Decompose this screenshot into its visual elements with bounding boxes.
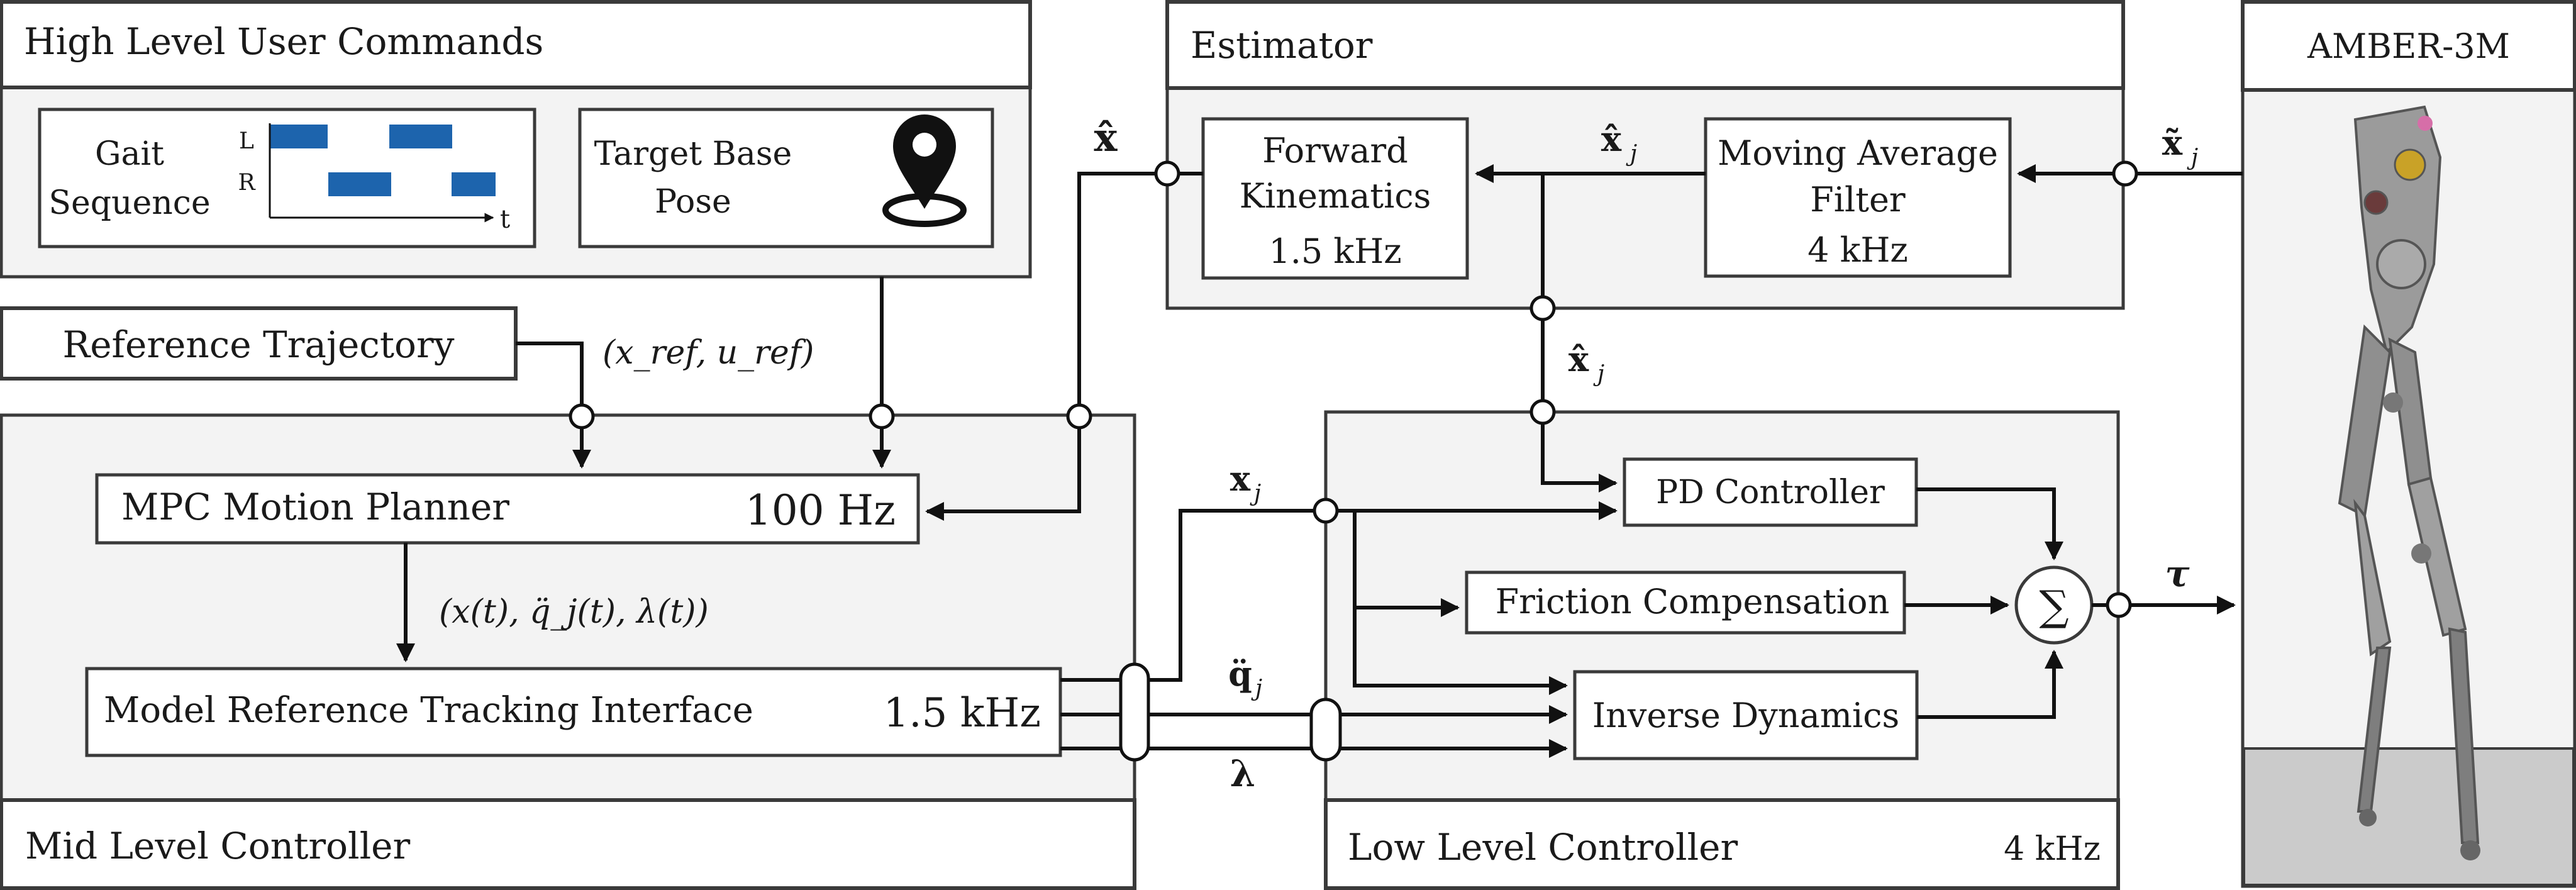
- gait-label-line2: Sequence: [48, 184, 210, 222]
- maf-line1: Moving Average: [1718, 133, 1998, 173]
- gait-bar-left-1: [270, 125, 328, 148]
- friction-label: Friction Compensation: [1496, 582, 1890, 621]
- xj-tilde-label: x̃: [2162, 123, 2183, 163]
- xj-sub: j: [1250, 481, 1261, 506]
- target-label-line2: Pose: [655, 183, 731, 221]
- mrti-label: Model Reference Tracking Interface: [104, 690, 753, 731]
- gait-row-left: L: [239, 128, 254, 154]
- tau-label: τ: [2165, 552, 2190, 595]
- xj-hat-vertical-label: x̂: [1568, 339, 1589, 379]
- gait-sequence-box: Gait Sequence L R t: [38, 108, 536, 248]
- summation-node: ∑: [2014, 565, 2094, 645]
- summation-symbol: ∑: [2039, 582, 2068, 630]
- pd-controller-box: PD Controller: [1623, 457, 1918, 527]
- gait-bar-left-2: [389, 125, 452, 148]
- low-level-rate: 4 kHz: [2004, 830, 2101, 868]
- mpc-motion-planner-box: MPC Motion Planner 100 Hz: [95, 473, 920, 545]
- low-level-title: Low Level Controller: [1348, 826, 1738, 869]
- mrti-box: Model Reference Tracking Interface 1.5 k…: [85, 667, 1062, 757]
- ground-plane: [2243, 747, 2575, 886]
- x-hat-label: x̂: [1094, 114, 1118, 160]
- target-label-line1: Target Base: [594, 135, 792, 173]
- gait-label-line1: Gait: [95, 135, 164, 173]
- port-circles: [569, 160, 2138, 762]
- fk-line1: Forward: [1262, 131, 1408, 170]
- gait-bar-right-2: [452, 172, 496, 196]
- gait-time-axis-label: t: [500, 205, 510, 234]
- mid-level-title: Mid Level Controller: [25, 825, 410, 867]
- mpc-label: MPC Motion Planner: [121, 486, 509, 528]
- robot-illustration: [2338, 105, 2480, 860]
- lambda-label: λ: [1230, 752, 1256, 795]
- mrti-rate: 1.5 kHz: [884, 690, 1041, 737]
- qddj-label: q̈: [1228, 654, 1252, 694]
- xj-hat-vertical-sub: j: [1593, 361, 1604, 387]
- moving-average-filter-box: Moving Average Filter 4 kHz: [1704, 117, 2012, 278]
- signal-labels: (x_ref, u_ref) (x(t), q̈_j(t), λ(t)) x̂ …: [439, 114, 2198, 795]
- maf-line2: Filter: [1810, 180, 1906, 220]
- xj-label: x: [1230, 459, 1251, 499]
- estimator-title: Estimator: [1191, 24, 1373, 67]
- pd-label: PD Controller: [1656, 474, 1885, 511]
- fk-rate: 1.5 kHz: [1269, 231, 1401, 271]
- mpc-rate: 100 Hz: [745, 486, 896, 535]
- map-pin-icon: [882, 114, 967, 227]
- reference-trajectory-label: Reference Trajectory: [63, 323, 455, 366]
- friction-compensation-box: Friction Compensation: [1465, 570, 1906, 635]
- gait-row-right: R: [238, 170, 255, 196]
- robot-title: AMBER-3M: [2307, 26, 2510, 66]
- xj-tilde-sub: j: [2187, 145, 2198, 170]
- maf-rate: 4 kHz: [1807, 230, 1908, 270]
- inverse-dynamics-box: Inverse Dynamics: [1573, 670, 1919, 760]
- forward-kinematics-box: Forward Kinematics 1.5 kHz: [1201, 117, 1469, 280]
- high-level-title: High Level User Commands: [24, 20, 543, 63]
- reference-signal-label: (x_ref, u_ref): [602, 334, 814, 372]
- xj-hat-estimator-label: x̂: [1601, 119, 1622, 159]
- mpc-output-signal-label: (x(t), q̈_j(t), λ(t)): [439, 593, 709, 631]
- gait-bar-right-1: [328, 172, 391, 196]
- inverse-label: Inverse Dynamics: [1592, 696, 1899, 735]
- qddj-sub: j: [1251, 676, 1262, 701]
- reference-trajectory-box: Reference Trajectory: [0, 306, 518, 381]
- target-base-pose-box: Target Base Pose: [578, 108, 994, 248]
- fk-line2: Kinematics: [1240, 176, 1431, 216]
